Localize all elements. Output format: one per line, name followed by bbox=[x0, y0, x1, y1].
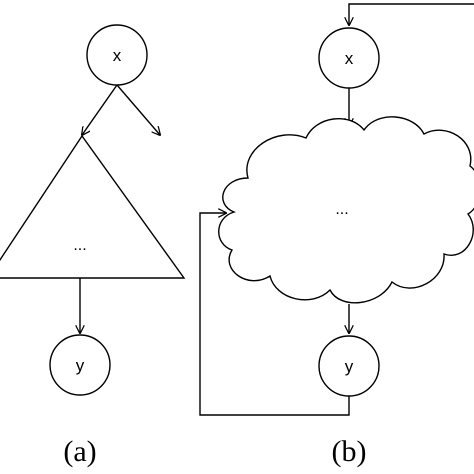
panel-b: x ... y (b) bbox=[199, 3, 474, 468]
panel-b-body-label: ... bbox=[335, 201, 348, 218]
panel-a-y-label: y bbox=[76, 356, 85, 375]
panel-b-cloud bbox=[218, 116, 474, 304]
panel-b-caption: (b) bbox=[332, 435, 367, 468]
panel-a-x-label: x bbox=[113, 46, 122, 65]
panel-a-arrow-to-triangle bbox=[82, 84, 118, 135]
panel-b-feedback-in-arrow bbox=[349, 3, 474, 25]
panel-b-feedback-loop-arrow bbox=[199, 213, 350, 416]
panel-a: x ... y (a) bbox=[0, 24, 186, 468]
panel-a-caption: (a) bbox=[63, 435, 96, 468]
panel-a-y-node bbox=[49, 334, 111, 396]
panel-a-triangle bbox=[0, 134, 186, 279]
panel-a-arrow-outward bbox=[116, 84, 160, 135]
panel-b-x-label: x bbox=[345, 49, 354, 68]
panel-b-y-label: y bbox=[345, 357, 354, 376]
panel-a-body-label: ... bbox=[73, 237, 86, 254]
